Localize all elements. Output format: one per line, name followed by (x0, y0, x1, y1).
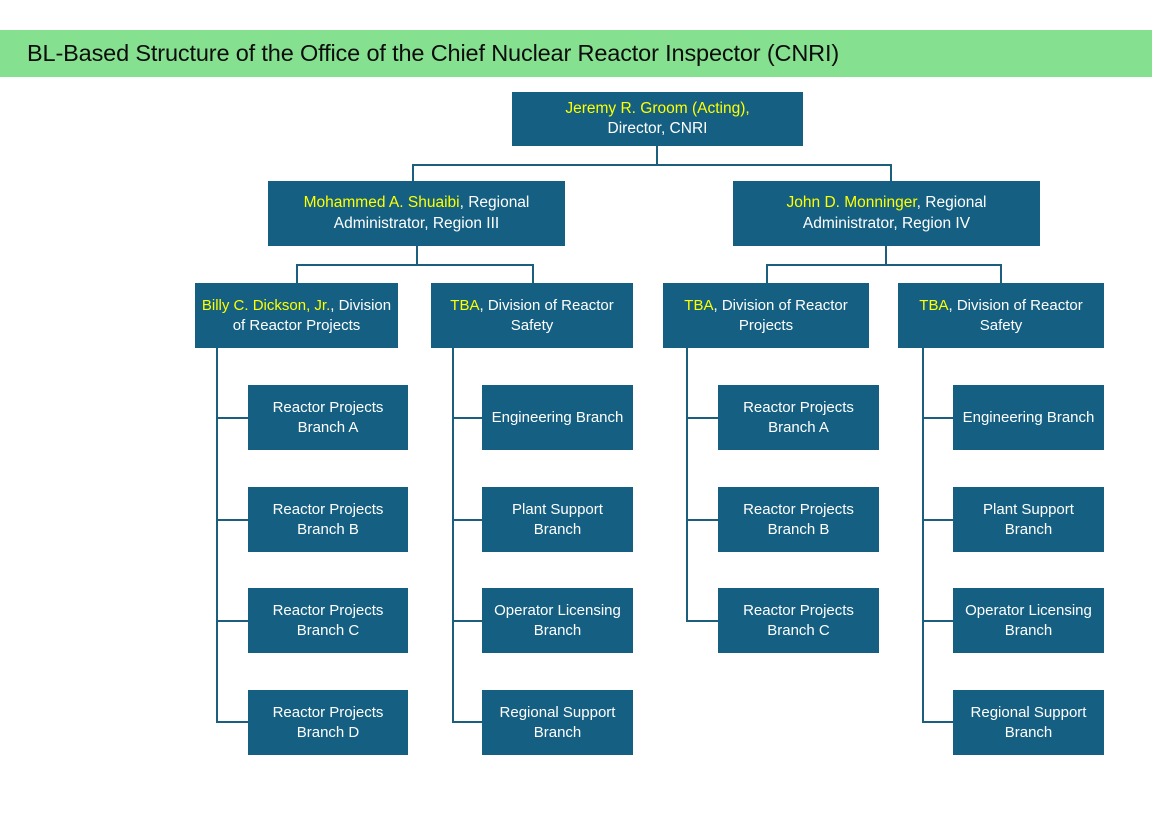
connector-col2-branch-2 (452, 519, 482, 521)
connector-region4-stem (885, 246, 887, 264)
node-division-r3-safety-role: , Division of Reactor Safety (479, 296, 614, 334)
node-region-iv[interactable]: John D. Monninger, Regional Administrato… (733, 181, 1040, 246)
connector-region3-stem (416, 246, 418, 264)
node-division-r4-safety[interactable]: TBA, Division of Reactor Safety (898, 283, 1104, 348)
branch-node[interactable]: Operator Licensing Branch (953, 588, 1104, 653)
branch-node[interactable]: Reactor Projects Branch C (248, 588, 408, 653)
node-region-iii[interactable]: Mohammed A. Shuaibi, Regional Administra… (268, 181, 565, 246)
branch-label: Engineering Branch (491, 408, 624, 426)
connector-col2-branch-4 (452, 721, 482, 723)
node-region-iv-role: , Regional Administrator, Region IV (802, 194, 987, 232)
node-division-r4-projects-name: TBA (684, 296, 714, 314)
branch-label: Reactor Projects Branch B (743, 500, 854, 538)
node-director-role: Director, CNRI (607, 120, 708, 137)
connector-col2-spine (452, 348, 454, 723)
connector-col4-branch-4 (922, 721, 953, 723)
node-division-r3-safety[interactable]: TBA, Division of Reactor Safety (431, 283, 633, 348)
node-director-name: Jeremy R. Groom (Acting), (565, 99, 750, 117)
branch-node[interactable]: Operator Licensing Branch (482, 588, 633, 653)
branch-node[interactable]: Reactor Projects Branch B (248, 487, 408, 552)
page-title: BL-Based Structure of the Office of the … (27, 40, 840, 66)
connector-col1-branch-4 (216, 721, 248, 723)
branch-label: Plant Support Branch (983, 500, 1074, 538)
branch-label: Reactor Projects Branch C (272, 601, 384, 639)
node-region-iv-name: John D. Monninger (786, 194, 917, 212)
node-division-r3-projects-name: Billy C. Dickson, Jr. (201, 296, 331, 314)
branch-label: Regional Support Branch (970, 703, 1087, 741)
connector-col4-branch-1 (922, 417, 953, 419)
connector-root-stem (656, 146, 658, 164)
connector-col2-branch-3 (452, 620, 482, 622)
branch-label: Reactor Projects Branch B (272, 500, 384, 538)
branch-node[interactable]: Regional Support Branch (953, 690, 1104, 755)
node-division-r4-safety-role: , Division of Reactor Safety (948, 296, 1083, 334)
node-director-cnri[interactable]: Jeremy R. Groom (Acting), Director, CNRI (512, 92, 803, 146)
node-division-r3-safety-name: TBA (450, 296, 480, 314)
node-region-iii-role: , Regional Administrator, Region III (333, 194, 530, 232)
branch-node[interactable]: Reactor Projects Branch B (718, 487, 879, 552)
node-division-r3-projects-role: , Division of Reactor Projects (232, 296, 392, 334)
connector-region3-bus (296, 264, 534, 266)
branch-node[interactable]: Plant Support Branch (482, 487, 633, 552)
node-division-r4-projects[interactable]: TBA, Division of Reactor Projects (663, 283, 869, 348)
connector-to-region3 (412, 164, 414, 181)
connector-col3-branch-2 (686, 519, 718, 521)
connector-root-bus (412, 164, 892, 166)
branch-label: Reactor Projects Branch C (743, 601, 854, 639)
branch-node[interactable]: Regional Support Branch (482, 690, 633, 755)
branch-label: Regional Support Branch (499, 703, 616, 741)
branch-node[interactable]: Reactor Projects Branch D (248, 690, 408, 755)
connector-to-div-r3-safety (532, 264, 534, 283)
node-region-iii-name: Mohammed A. Shuaibi (303, 194, 460, 212)
branch-label: Operator Licensing Branch (965, 601, 1092, 639)
connector-col1-branch-2 (216, 519, 248, 521)
connector-to-div-r4-projects (766, 264, 768, 283)
node-division-r4-projects-role: , Division of Reactor Projects (713, 296, 848, 334)
branch-label: Plant Support Branch (512, 500, 603, 538)
connector-col3-branch-1 (686, 417, 718, 419)
branch-node[interactable]: Reactor Projects Branch A (248, 385, 408, 450)
connector-to-div-r4-safety (1000, 264, 1002, 283)
connector-col2-branch-1 (452, 417, 482, 419)
node-division-r3-projects[interactable]: Billy C. Dickson, Jr., Division of React… (195, 283, 398, 348)
branch-label: Engineering Branch (962, 408, 1095, 426)
branch-label: Reactor Projects Branch D (272, 703, 384, 741)
connector-col4-spine (922, 348, 924, 723)
title-banner: BL-Based Structure of the Office of the … (0, 30, 1152, 77)
branch-label: Reactor Projects Branch A (272, 398, 384, 436)
connector-col4-branch-2 (922, 519, 953, 521)
connector-region4-bus (766, 264, 1002, 266)
node-division-r4-safety-name: TBA (919, 296, 949, 314)
connector-to-region4 (890, 164, 892, 181)
connector-col4-branch-3 (922, 620, 953, 622)
connector-to-div-r3-projects (296, 264, 298, 283)
connector-col3-branch-3 (686, 620, 718, 622)
branch-node[interactable]: Engineering Branch (953, 385, 1104, 450)
connector-col1-spine (216, 348, 218, 723)
branch-node[interactable]: Reactor Projects Branch A (718, 385, 879, 450)
branch-label: Reactor Projects Branch A (743, 398, 854, 436)
connector-col1-branch-3 (216, 620, 248, 622)
branch-label: Operator Licensing Branch (494, 601, 621, 639)
branch-node[interactable]: Engineering Branch (482, 385, 633, 450)
connector-col3-spine (686, 348, 688, 622)
branch-node[interactable]: Plant Support Branch (953, 487, 1104, 552)
connector-col1-branch-1 (216, 417, 248, 419)
branch-node[interactable]: Reactor Projects Branch C (718, 588, 879, 653)
